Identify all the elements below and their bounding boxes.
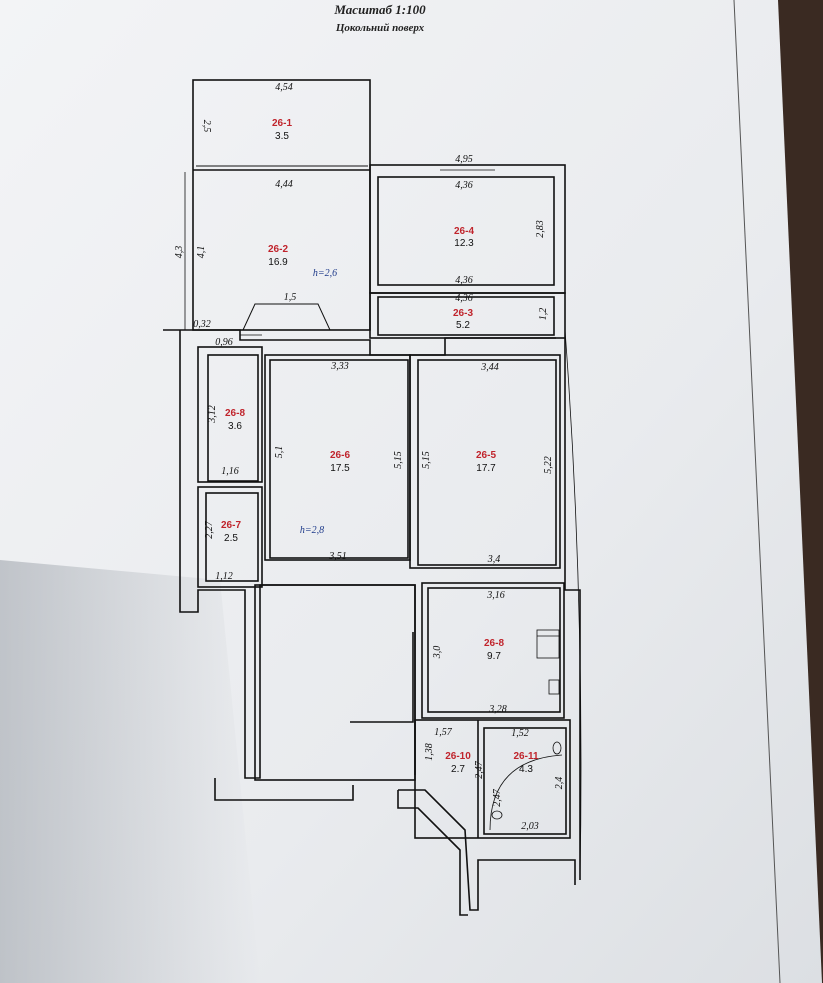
wall-outer-right (564, 338, 581, 880)
walls (163, 79, 582, 916)
sink-icon (548, 679, 560, 695)
floor-title: Цокольний поверх (335, 22, 425, 34)
ceiling-height: h=2,8 (300, 525, 324, 536)
room-id: 26-11 (513, 751, 538, 762)
wall-block-10-11 (414, 719, 571, 839)
shower-icon (489, 754, 563, 831)
fireplace (242, 303, 331, 331)
wall-block-6 (264, 354, 411, 561)
dimension: 3,28 (488, 704, 507, 715)
dimension: 3,16 (486, 590, 505, 601)
wall-bottom-left (214, 778, 354, 801)
stairs-outline (350, 632, 414, 723)
dimension: 4,44 (275, 179, 293, 190)
room-area: 17.5 (330, 463, 350, 474)
dimension-labels: 4,54 2,5 4,44 4,3 4,1 1,5 0,32 0,96 4,95… (174, 82, 565, 832)
dimension: 3,12 (207, 405, 218, 424)
toilet-icon (552, 741, 562, 755)
wall-block-8a (197, 346, 263, 483)
room-id: 26-5 (476, 450, 496, 461)
dimension: 2,5 (201, 120, 212, 133)
washbasin-icon (491, 810, 503, 820)
dimension: 3,51 (328, 551, 347, 562)
dimension: 1,57 (434, 727, 453, 738)
room-area: 2.5 (224, 533, 238, 544)
wall-room-5-inner (417, 359, 557, 566)
room-id: 26-1 (272, 118, 292, 129)
dimension: 4,36 (455, 275, 473, 286)
dimension: 2,27 (204, 520, 215, 539)
photo-shadow (0, 560, 260, 983)
dimension: 4,3 (174, 246, 185, 259)
dimension: 0,32 (193, 319, 211, 330)
wall-room-4-inner (377, 176, 555, 286)
dimension: 1,38 (424, 743, 435, 761)
dimension: 2,4 (554, 777, 565, 790)
room-id: 26-3 (453, 308, 473, 319)
room-id: 26-6 (330, 450, 350, 461)
room-area: 12.3 (454, 238, 474, 249)
dimension: 2,47 (492, 788, 503, 807)
dimension: 1,2 (538, 308, 549, 321)
wall-room-3-inner (377, 296, 555, 336)
dimension: 3,33 (330, 361, 349, 372)
wall-vestibule (398, 789, 576, 911)
dimension: 3,4 (487, 554, 501, 565)
stove-icon (536, 629, 560, 659)
dimension: 1,5 (284, 292, 297, 303)
dimension: 2,83 (535, 220, 546, 238)
dimension: 2,47 (474, 760, 485, 779)
ceiling-height: h=2,6 (313, 268, 337, 279)
room-id: 26-8 (225, 408, 245, 419)
dimension: 4,54 (275, 82, 293, 93)
dimension: 0,96 (215, 337, 233, 348)
dimension: 3,44 (480, 362, 499, 373)
dimension: 4,95 (455, 154, 473, 165)
wall-block-8b (421, 582, 565, 719)
wall-room-8b-inner (427, 587, 561, 713)
room-area: 3.5 (275, 131, 289, 142)
wall-outer-right-hatch (564, 329, 582, 881)
wall-block-7 (197, 486, 263, 588)
wall-corridor (163, 329, 556, 356)
dimension: 5,15 (421, 451, 432, 469)
wall-stair-hall (254, 584, 416, 781)
wall-room-7-inner (205, 492, 259, 582)
dimension: 4,36 (455, 180, 473, 191)
dimension: 3,0 (432, 646, 443, 660)
dimension: 5,1 (274, 446, 285, 459)
room-id: 26-7 (221, 520, 241, 531)
wall-vestibule-inner (397, 790, 468, 916)
dimension: 1,12 (215, 571, 233, 582)
room-id: 26-8 (484, 638, 504, 649)
dimension: 1,16 (221, 466, 239, 477)
wall-block-5 (409, 354, 561, 569)
room-labels: 26-1 3.5 26-2 16.9 26-3 5.2 26-4 12.3 26… (221, 118, 539, 775)
room-area: 3.6 (228, 421, 242, 432)
dimension: 5,22 (543, 456, 554, 474)
room-area: 2.7 (451, 764, 465, 775)
dimension: 5,15 (393, 451, 404, 469)
room-area: 9.7 (487, 651, 501, 662)
wall-room-11-inner (483, 727, 567, 835)
dimension: 1,52 (511, 728, 529, 739)
wall-room-8a-inner (207, 354, 259, 482)
room-id: 26-10 (445, 751, 471, 762)
room-id: 26-4 (454, 226, 474, 237)
dimension: 4,36 (455, 293, 473, 304)
frame-line (733, 0, 781, 983)
room-area: 5.2 (456, 320, 470, 331)
room-area: 4.3 (519, 764, 533, 775)
dimension: 4,1 (196, 246, 207, 259)
room-area: 16.9 (268, 257, 288, 268)
room-id: 26-2 (268, 244, 288, 255)
dimension: 2,03 (521, 821, 539, 832)
scale-title: Масштаб 1:100 (334, 2, 426, 17)
wall-room-6-inner (269, 359, 409, 559)
wall-outer-left (179, 330, 416, 779)
room-area: 17.7 (476, 463, 496, 474)
